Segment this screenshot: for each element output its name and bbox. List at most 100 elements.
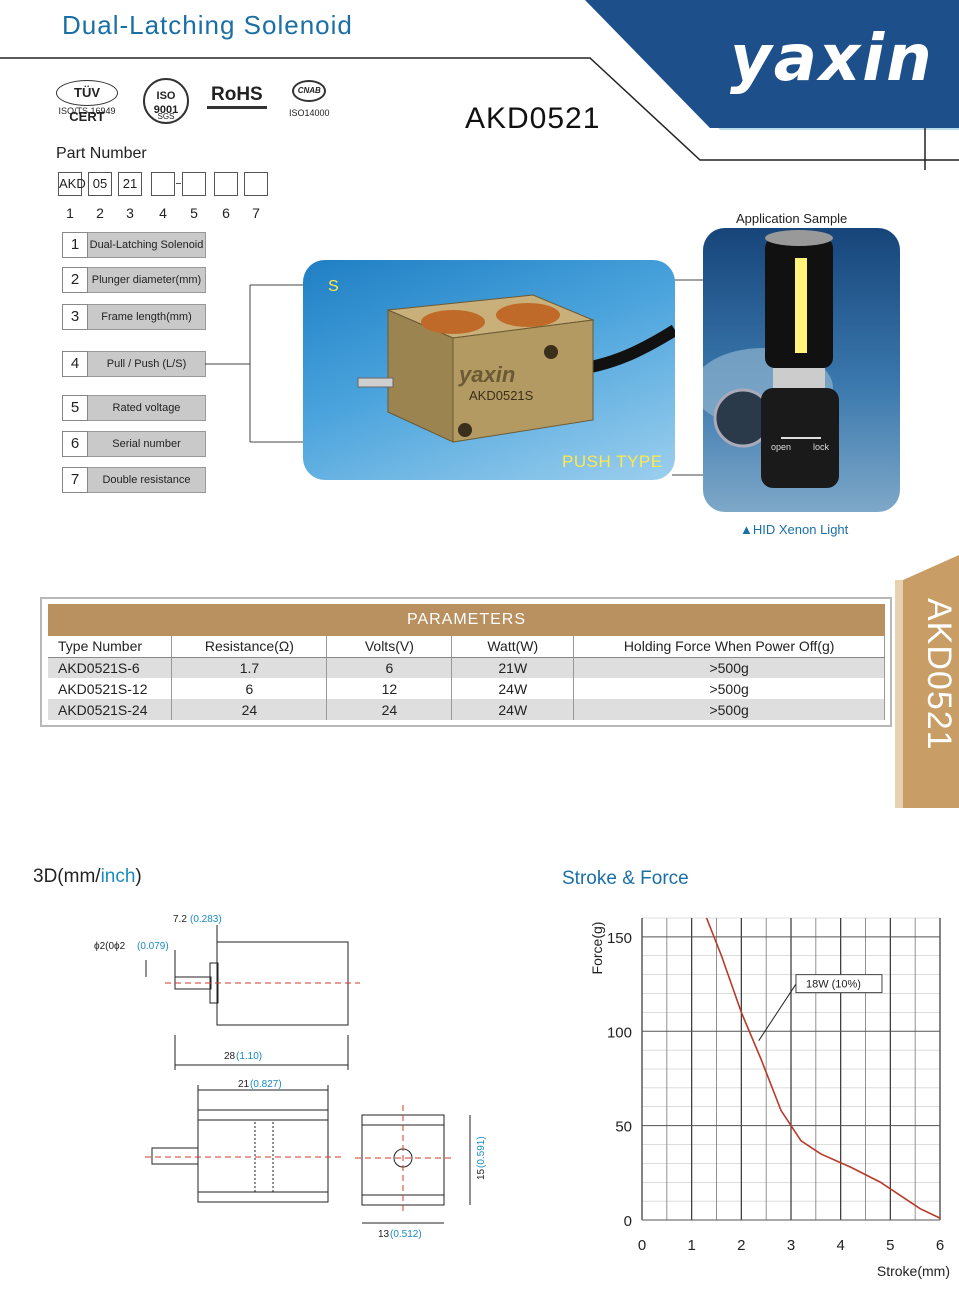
part-number-box: AKD bbox=[58, 172, 86, 196]
part-number-label: Part Number bbox=[56, 145, 147, 162]
legend-item: 5 Rated voltage bbox=[62, 395, 206, 421]
push-type-label: PUSH TYPE bbox=[562, 452, 663, 471]
iso9001-logo: ISO 9001 SGS bbox=[143, 78, 189, 124]
dim-height: 15 bbox=[476, 1168, 487, 1180]
model-title: AKD0521 bbox=[465, 102, 601, 135]
legend-text: Pull / Push (L/S) bbox=[88, 351, 206, 377]
x-tick-label: 4 bbox=[836, 1237, 844, 1254]
column-header: Volts(V) bbox=[326, 636, 453, 658]
part-number-box bbox=[151, 172, 175, 196]
table-cell: AKD0521S-12 bbox=[48, 678, 173, 699]
application-photo-card: open lock bbox=[703, 228, 900, 512]
bracket-connector bbox=[205, 284, 305, 443]
column-header: Resistance(Ω) bbox=[171, 636, 328, 658]
table-cell: AKD0521S-6 bbox=[48, 657, 173, 678]
product-photo-card: yaxin AKD0521S bbox=[303, 260, 675, 480]
x-tick-label: 6 bbox=[936, 1237, 944, 1254]
series-label: 18W (10%) bbox=[806, 979, 861, 991]
parameters-title: PARAMETERS bbox=[48, 604, 885, 636]
table-cell: AKD0521S-24 bbox=[48, 699, 173, 720]
table-header-row: Type Number Resistance(Ω) Volts(V) Watt(… bbox=[48, 636, 885, 658]
part-number-box: 21 bbox=[118, 172, 142, 196]
x-tick-label: 1 bbox=[687, 1237, 695, 1254]
dim-plunger-dia-inch: (0.079) bbox=[137, 941, 169, 952]
legend-number: 7 bbox=[62, 467, 88, 493]
variant-code: S bbox=[328, 278, 339, 295]
dim-frame-offset-inch: (0.283) bbox=[190, 914, 222, 925]
part-number-box bbox=[214, 172, 238, 196]
legend-item: 3 Frame length(mm) bbox=[62, 304, 206, 330]
tuv-cert-logo: TÜV CERT ISO/TS 16949 bbox=[56, 80, 118, 124]
x-axis-label: Stroke(mm) bbox=[877, 1263, 950, 1279]
legend-item: 6 Serial number bbox=[62, 431, 206, 457]
knob-open-label: open bbox=[771, 442, 791, 452]
position-number: 2 bbox=[96, 205, 104, 221]
legend-text: Plunger diameter(mm) bbox=[88, 267, 206, 293]
column-header: Type Number bbox=[48, 636, 173, 658]
column-header: Holding Force When Power Off(g) bbox=[573, 636, 885, 658]
x-tick-label: 0 bbox=[638, 1237, 646, 1254]
table-cell: 6 bbox=[171, 678, 328, 699]
series-line bbox=[705, 917, 941, 1219]
table-cell: 21W bbox=[451, 657, 575, 678]
table-cell: 24W bbox=[451, 678, 575, 699]
table-row: AKD0521S-12 6 12 24W >500g bbox=[48, 678, 885, 699]
parameters-table: Type Number Resistance(Ω) Volts(V) Watt(… bbox=[48, 636, 885, 720]
y-tick-label: 150 bbox=[607, 930, 632, 947]
dim-width-inch: (0.512) bbox=[390, 1229, 422, 1240]
table-row: AKD0521S-6 1.7 6 21W >500g bbox=[48, 657, 885, 678]
legend-text: Dual-Latching Solenoid bbox=[88, 232, 206, 258]
legend-item: 2 Plunger diameter(mm) bbox=[62, 267, 206, 293]
side-tab-shape bbox=[895, 555, 959, 808]
x-tick-label: 3 bbox=[787, 1237, 795, 1254]
legend-number: 4 bbox=[62, 351, 88, 377]
legend-number: 6 bbox=[62, 431, 88, 457]
drawing-title-unit: inch bbox=[100, 866, 136, 887]
table-row: AKD0521S-24 24 24 24W >500g bbox=[48, 699, 885, 720]
position-number: 7 bbox=[252, 205, 260, 221]
position-number: 4 bbox=[159, 205, 167, 221]
callout-leader bbox=[758, 983, 797, 1041]
callout-box bbox=[795, 974, 883, 994]
rohs-logo: RoHS bbox=[207, 84, 267, 109]
solenoid-illustration: yaxin AKD0521S bbox=[357, 294, 675, 443]
drawing-title-prefix: 3D(mm/ bbox=[33, 866, 101, 887]
x-tick-label: 2 bbox=[737, 1237, 745, 1254]
dimension-drawing: 7.2 (0.283) ϕ2(0ϕ2 (0.079) 28 (1.10) 21 … bbox=[94, 914, 487, 1240]
table-cell: 6 bbox=[326, 657, 453, 678]
legend-text: Rated voltage bbox=[88, 395, 206, 421]
legend-number: 2 bbox=[62, 267, 88, 293]
brand-logo: yaxin bbox=[730, 22, 934, 96]
dim-frame-length: 21 bbox=[238, 1079, 250, 1090]
table-cell: 24 bbox=[326, 699, 453, 720]
dim-width: 13 bbox=[378, 1229, 390, 1240]
legend-number: 3 bbox=[62, 304, 88, 330]
x-tick-label: 5 bbox=[886, 1237, 894, 1254]
knob-lock-label: lock bbox=[813, 442, 830, 452]
part-number-dash bbox=[176, 183, 181, 184]
y-tick-label: 50 bbox=[615, 1119, 632, 1136]
part-number-box: 05 bbox=[88, 172, 112, 196]
drawing-title: 3D(mm/inch) bbox=[33, 866, 142, 888]
legend-number: 5 bbox=[62, 395, 88, 421]
table-cell: >500g bbox=[573, 699, 885, 720]
table-cell: 24W bbox=[451, 699, 575, 720]
hid-lamp-illustration: open lock bbox=[703, 230, 839, 488]
marking-brand: yaxin bbox=[458, 362, 515, 387]
position-number: 1 bbox=[66, 205, 74, 221]
legend-item: 4 Pull / Push (L/S) bbox=[62, 351, 206, 377]
legend-item: 7 Double resistance bbox=[62, 467, 206, 493]
dim-total-length: 28 bbox=[224, 1051, 236, 1062]
position-number: 3 bbox=[126, 205, 134, 221]
side-tab-model: AKD0521 bbox=[920, 598, 958, 751]
legend-text: Serial number bbox=[88, 431, 206, 457]
part-number-box bbox=[244, 172, 268, 196]
chart-title: Stroke & Force bbox=[562, 868, 689, 889]
page-title: Dual-Latching Solenoid bbox=[62, 10, 353, 40]
application-label: Application Sample bbox=[736, 211, 848, 226]
dim-plunger-dia: ϕ2(0ϕ2 bbox=[94, 941, 126, 952]
drawing-title-suffix: ) bbox=[135, 866, 142, 887]
y-tick-label: 0 bbox=[624, 1213, 632, 1230]
dim-total-length-inch: (1.10) bbox=[236, 1051, 262, 1062]
dim-frame-offset: 7.2 bbox=[173, 914, 187, 925]
